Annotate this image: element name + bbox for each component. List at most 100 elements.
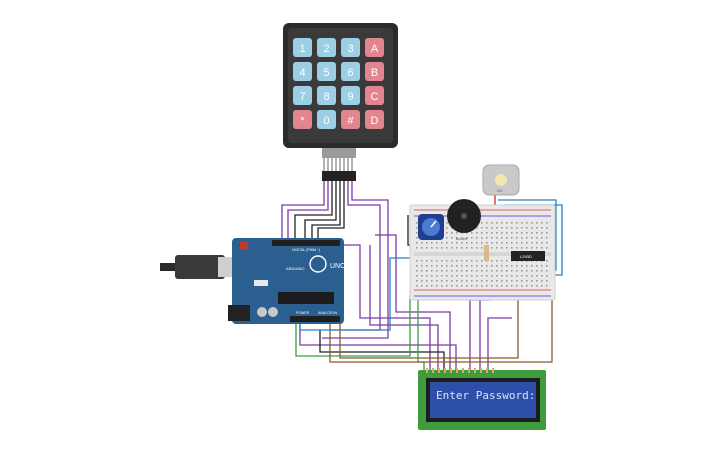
- breadboard-hole[interactable]: [441, 247, 443, 249]
- breadboard-hole[interactable]: [466, 247, 468, 249]
- breadboard-hole[interactable]: [541, 275, 543, 277]
- breadboard-hole[interactable]: [506, 227, 508, 229]
- breadboard-hole[interactable]: [466, 242, 468, 244]
- breadboard-hole[interactable]: [536, 222, 538, 224]
- breadboard-hole[interactable]: [501, 265, 503, 267]
- breadboard-hole[interactable]: [546, 237, 548, 239]
- breadboard-hole[interactable]: [471, 242, 473, 244]
- breadboard-hole[interactable]: [476, 227, 478, 229]
- keypad-key-13[interactable]: [317, 110, 336, 129]
- breadboard-hole[interactable]: [501, 247, 503, 249]
- breadboard-hole[interactable]: [491, 237, 493, 239]
- breadboard-hole[interactable]: [501, 280, 503, 282]
- breadboard-hole[interactable]: [446, 285, 448, 287]
- breadboard-hole[interactable]: [521, 227, 523, 229]
- breadboard-hole[interactable]: [471, 237, 473, 239]
- breadboard-hole[interactable]: [446, 237, 448, 239]
- breadboard-hole[interactable]: [516, 270, 518, 272]
- breadboard-hole[interactable]: [496, 242, 498, 244]
- breadboard-hole[interactable]: [506, 247, 508, 249]
- breadboard-hole[interactable]: [546, 232, 548, 234]
- breadboard-hole[interactable]: [536, 265, 538, 267]
- breadboard-hole[interactable]: [451, 285, 453, 287]
- breadboard-hole[interactable]: [531, 275, 533, 277]
- breadboard-hole[interactable]: [531, 237, 533, 239]
- breadboard-hole[interactable]: [506, 222, 508, 224]
- breadboard-hole[interactable]: [521, 242, 523, 244]
- breadboard-hole[interactable]: [516, 247, 518, 249]
- breadboard-hole[interactable]: [416, 275, 418, 277]
- wire-lcd-5[interactable]: [319, 330, 445, 370]
- breadboard-hole[interactable]: [421, 280, 423, 282]
- breadboard-hole[interactable]: [526, 270, 528, 272]
- breadboard-hole[interactable]: [476, 275, 478, 277]
- arduino-uno[interactable]: UNO ARDUINO DIGITAL (PWM ~) POWER ANALOG…: [160, 238, 346, 324]
- breadboard-hole[interactable]: [426, 280, 428, 282]
- breadboard-hole[interactable]: [481, 227, 483, 229]
- breadboard-hole[interactable]: [446, 275, 448, 277]
- breadboard-hole[interactable]: [501, 285, 503, 287]
- breadboard-hole[interactable]: [451, 275, 453, 277]
- breadboard-hole[interactable]: [506, 237, 508, 239]
- breadboard-hole[interactable]: [476, 247, 478, 249]
- breadboard-hole[interactable]: [521, 237, 523, 239]
- breadboard-hole[interactable]: [526, 280, 528, 282]
- breadboard-hole[interactable]: [416, 222, 418, 224]
- breadboard-hole[interactable]: [501, 232, 503, 234]
- breadboard-hole[interactable]: [506, 260, 508, 262]
- breadboard-hole[interactable]: [531, 242, 533, 244]
- breadboard-hole[interactable]: [491, 260, 493, 262]
- breadboard-hole[interactable]: [421, 265, 423, 267]
- breadboard-hole[interactable]: [521, 222, 523, 224]
- breadboard-hole[interactable]: [476, 265, 478, 267]
- breadboard-hole[interactable]: [536, 280, 538, 282]
- breadboard-hole[interactable]: [536, 275, 538, 277]
- breadboard-hole[interactable]: [431, 242, 433, 244]
- breadboard-hole[interactable]: [491, 275, 493, 277]
- breadboard-hole[interactable]: [496, 285, 498, 287]
- keypad-key-3[interactable]: [365, 38, 384, 57]
- breadboard-hole[interactable]: [456, 242, 458, 244]
- breadboard-hole[interactable]: [541, 232, 543, 234]
- breadboard-hole[interactable]: [546, 222, 548, 224]
- breadboard-hole[interactable]: [441, 285, 443, 287]
- breadboard-hole[interactable]: [481, 285, 483, 287]
- breadboard-hole[interactable]: [481, 237, 483, 239]
- breadboard-hole[interactable]: [416, 232, 418, 234]
- wire-keypad-6[interactable]: [317, 180, 345, 245]
- breadboard-hole[interactable]: [426, 270, 428, 272]
- breadboard-hole[interactable]: [491, 285, 493, 287]
- breadboard-hole[interactable]: [446, 222, 448, 224]
- breadboard-hole[interactable]: [511, 222, 513, 224]
- breadboard-hole[interactable]: [451, 270, 453, 272]
- keypad-key-8[interactable]: [293, 86, 312, 105]
- breadboard-hole[interactable]: [421, 247, 423, 249]
- breadboard-hole[interactable]: [466, 232, 468, 234]
- breadboard-hole[interactable]: [516, 275, 518, 277]
- breadboard-hole[interactable]: [496, 265, 498, 267]
- breadboard-hole[interactable]: [416, 260, 418, 262]
- breadboard-hole[interactable]: [511, 285, 513, 287]
- breadboard-hole[interactable]: [511, 242, 513, 244]
- breadboard-hole[interactable]: [491, 265, 493, 267]
- breadboard-hole[interactable]: [466, 265, 468, 267]
- breadboard-hole[interactable]: [486, 265, 488, 267]
- wire-keypad-4[interactable]: [304, 180, 337, 245]
- keypad-key-0[interactable]: [293, 38, 312, 57]
- breadboard-hole[interactable]: [471, 260, 473, 262]
- breadboard-hole[interactable]: [481, 265, 483, 267]
- breadboard-hole[interactable]: [456, 232, 458, 234]
- breadboard-hole[interactable]: [531, 222, 533, 224]
- breadboard-hole[interactable]: [436, 265, 438, 267]
- breadboard-hole[interactable]: [451, 260, 453, 262]
- breadboard-hole[interactable]: [481, 270, 483, 272]
- breadboard-hole[interactable]: [506, 270, 508, 272]
- breadboard-hole[interactable]: [501, 227, 503, 229]
- breadboard-hole[interactable]: [481, 247, 483, 249]
- breadboard-hole[interactable]: [431, 270, 433, 272]
- breadboard-hole[interactable]: [521, 275, 523, 277]
- breadboard-hole[interactable]: [546, 285, 548, 287]
- breadboard-hole[interactable]: [501, 237, 503, 239]
- breadboard-hole[interactable]: [441, 265, 443, 267]
- breadboard-hole[interactable]: [496, 247, 498, 249]
